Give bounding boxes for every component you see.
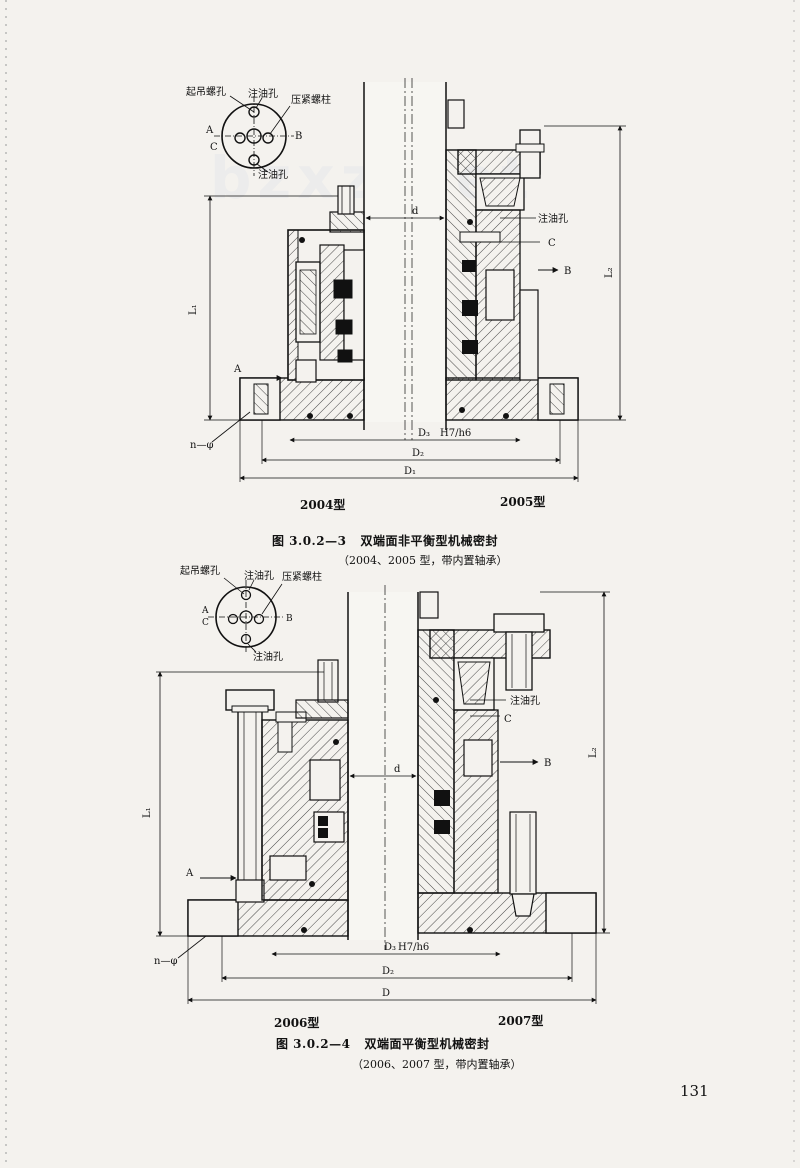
fig2-port-label-a: A [185,868,194,879]
figure-1-caption: 图 3.0.2—3 双端面非平衡型机械密封 [272,532,498,549]
page-number: 131 [680,1082,709,1100]
fig2-port-c: C [202,618,209,628]
figure-1-right-seal-body [445,99,579,421]
dim-label-l1: L₁ [188,304,199,315]
figure-1-drawing: 起吊螺孔 注油孔 压紧螺柱 注油孔 A C B [186,78,626,482]
figure-2-left-type-label: 2006型 [274,1016,320,1030]
figure-2-drawing: 起吊螺孔 注油孔 压紧螺柱 注油孔 A C B [142,565,610,1004]
label-oil-hole-bottom: 注油孔 [258,168,288,181]
fig2-dim-label-d: D [382,988,390,999]
label-oil-hole-top: 注油孔 [248,87,278,100]
label-press-stud: 压紧螺柱 [291,93,331,106]
figure-2-subtitle: （2006、2007 型，带内置轴承） [352,1058,522,1071]
figure-2-shaft [347,585,419,950]
label-port-b: B [295,131,302,142]
fig2-dim-label-d2: D₂ [382,966,394,977]
fig2-port-a: A [201,606,209,616]
fig2-label-oil-hole-top: 注油孔 [244,569,274,582]
figure-2-flange-inset: 起吊螺孔 注油孔 压紧螺柱 注油孔 A C B [180,565,322,663]
fig2-port-label-b: B [544,758,551,769]
fig2-dim-label-d: d [394,764,401,775]
figure-1-title: 双端面非平衡型机械密封 [360,534,498,548]
figure-2-number: 图 3.0.2—4 [276,1037,351,1051]
figure-2-caption: 图 3.0.2—4 双端面平衡型机械密封 [276,1035,490,1052]
fig2-dim-label-l1: L₁ [142,807,153,818]
figure-1-shaft [363,78,447,440]
fig2-label-lifting-hole: 起吊螺孔 [180,565,220,577]
figure-2-left-seal-body [187,659,349,937]
figure-2-title: 双端面平衡型机械密封 [364,1037,490,1051]
fig2-dim-label-fit: H7/h6 [398,942,429,953]
figure-2-right-seal-body [417,591,597,934]
figure-1-left-seal-body [239,185,365,421]
dim-label-fit: H7/h6 [440,428,471,439]
figure-1-number: 图 3.0.2—3 [272,534,347,548]
port-label-b: B [564,266,571,277]
label-lifting-hole: 起吊螺孔 [186,86,226,98]
label-port-c: C [210,142,218,153]
dim-label-d3: D₃ [418,428,430,439]
label-n-phi: n—φ [190,440,213,451]
figure-1-dimensions: L₁ L₂ d D₃ H7/h6 D₂ D₁ A 注油孔 C [188,125,626,482]
fig2-label-n-phi: n—φ [154,956,177,967]
figure-1-flange-inset: 起吊螺孔 注油孔 压紧螺柱 注油孔 A C B [186,86,331,181]
fig2-label-oil-hole: 注油孔 [510,694,540,707]
figure-2-right-type-label: 2007型 [498,1014,544,1028]
figure-2-dimensions: L₁ L₂ d D₃ H7/h6 D₂ D A 注油孔 C B [142,591,610,1004]
fig2-label-press-stud: 压紧螺柱 [282,570,322,583]
figure-1-right-type-label: 2005型 [500,495,546,509]
dim-label-d1: D₁ [404,466,416,477]
fig2-dim-label-d3: D₃ [384,942,396,953]
figure-1-left-type-label: 2004型 [300,498,346,512]
label-oil-hole: 注油孔 [538,212,568,225]
label-port-a: A [205,125,214,136]
fig2-dim-label-l2: L₂ [588,747,599,758]
fig2-port-b: B [286,614,293,624]
dim-label-d2: D₂ [412,448,424,459]
dim-label-d: d [412,206,419,217]
port-label-c: C [548,238,556,249]
fig2-label-oil-hole-bottom: 注油孔 [253,650,283,663]
fig2-port-label-c: C [504,714,512,725]
figure-1-subtitle: （2004、2005 型，带内置轴承） [338,554,508,567]
dim-label-l2: L₂ [604,267,615,278]
port-label-a: A [233,364,242,375]
